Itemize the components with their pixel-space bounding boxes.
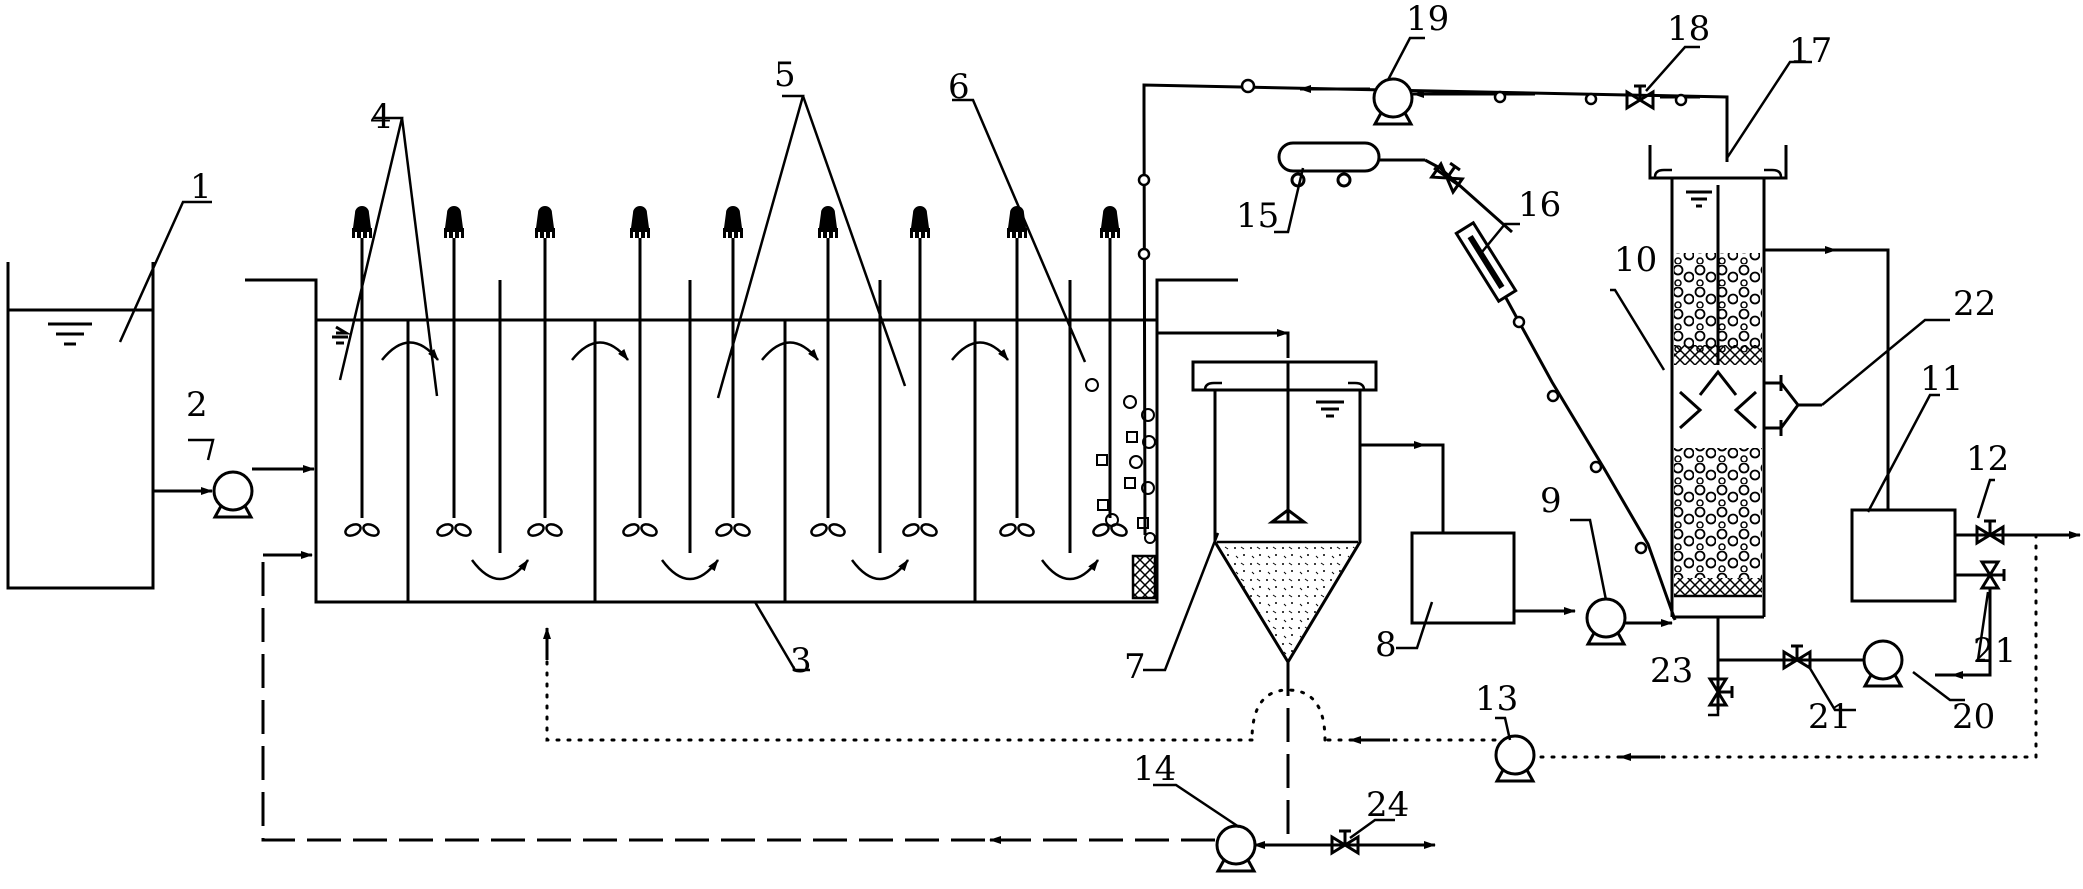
agitator <box>525 204 565 540</box>
label-8: 8 <box>1375 625 1397 665</box>
pump-9 <box>1585 597 1627 646</box>
inlet-line <box>153 465 315 519</box>
pump-14 <box>1215 824 1257 873</box>
valve-12 <box>1975 519 2005 545</box>
label-21-lower: 21 <box>1808 697 1851 737</box>
agitator <box>342 204 382 540</box>
labels: 1 2 3 4 5 6 7 8 9 10 11 12 13 14 15 16 1… <box>186 0 2016 825</box>
label-13: 13 <box>1475 679 1518 719</box>
clean-water-tank <box>1850 508 1957 603</box>
pump-13 <box>1494 734 1536 783</box>
agitator <box>620 204 660 540</box>
label-2: 2 <box>186 385 208 425</box>
label-19: 19 <box>1406 0 1449 39</box>
label-5: 5 <box>774 55 796 95</box>
pump-20 <box>1862 639 1904 688</box>
label-24: 24 <box>1366 785 1409 825</box>
biofilm-reactor <box>1648 145 1822 660</box>
recirculation-line <box>1137 77 1729 536</box>
label-11: 11 <box>1920 359 1963 399</box>
dotted-return-line <box>543 533 2038 783</box>
agitator <box>713 204 753 540</box>
label-1: 1 <box>190 167 212 207</box>
label-21: 21 <box>1973 631 2016 671</box>
label-4: 4 <box>370 97 392 137</box>
raw-water-tank <box>6 262 155 590</box>
carrier-media <box>1085 378 1156 544</box>
valve-23 <box>1708 677 1734 707</box>
valve-21-lower <box>1782 644 1812 670</box>
dashed-sludge-line <box>261 551 1436 873</box>
leader-lines <box>118 36 1995 840</box>
label-10: 10 <box>1614 240 1657 280</box>
flowmeter <box>1454 220 1518 304</box>
air-compressor <box>1277 141 1513 234</box>
intermediate-tank <box>1410 531 1516 625</box>
label-22: 22 <box>1953 284 1996 324</box>
agitator <box>900 204 940 540</box>
agitator <box>434 204 474 540</box>
label-23: 23 <box>1650 651 1693 691</box>
label-6: 6 <box>948 67 970 107</box>
label-3: 3 <box>790 641 812 681</box>
label-20: 20 <box>1952 697 1995 737</box>
pump-19 <box>1372 77 1414 126</box>
pump-2 <box>212 470 254 519</box>
agitator <box>808 204 848 540</box>
label-17: 17 <box>1789 31 1832 71</box>
label-12: 12 <box>1966 439 2009 479</box>
label-15: 15 <box>1236 196 1279 236</box>
agitator <box>1090 204 1130 540</box>
settling-tank <box>1191 360 1378 665</box>
label-7: 7 <box>1124 647 1146 687</box>
label-18: 18 <box>1667 9 1710 49</box>
label-16: 16 <box>1518 185 1561 225</box>
label-9: 9 <box>1540 481 1562 521</box>
baffled-reactor <box>245 204 1238 604</box>
agitator <box>997 204 1037 540</box>
label-14: 14 <box>1133 749 1176 789</box>
